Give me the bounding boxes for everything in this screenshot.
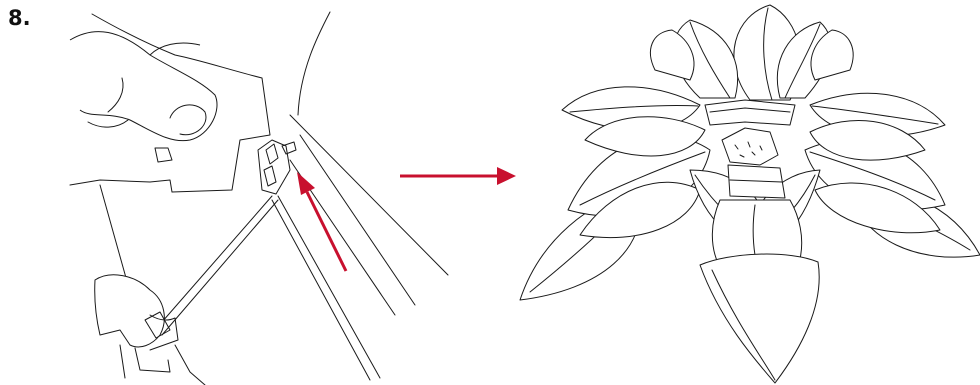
strip-right-2 <box>278 196 380 378</box>
lower-fingers <box>120 345 205 385</box>
strip-right-1 <box>272 200 370 380</box>
strip-left-2 <box>162 200 278 335</box>
push-arrow-head <box>297 172 315 195</box>
upper-wrist <box>70 180 150 185</box>
folding-hand-step <box>70 12 448 385</box>
petal-bottom <box>700 254 819 383</box>
lower-hand <box>95 275 165 347</box>
paper-edge-curve <box>298 12 330 115</box>
strip-left-1 <box>155 196 272 330</box>
direction-arrow <box>400 167 516 185</box>
folded-flap <box>258 140 290 194</box>
center-hub-top <box>705 100 795 125</box>
knuckle-1 <box>155 148 172 162</box>
paper-edge-long-2 <box>300 135 415 305</box>
finger-crease-2 <box>88 120 128 127</box>
finished-lotus <box>520 5 980 383</box>
push-arrow <box>297 172 346 271</box>
arrow-head <box>497 167 516 185</box>
paper-edge-left <box>100 185 128 285</box>
